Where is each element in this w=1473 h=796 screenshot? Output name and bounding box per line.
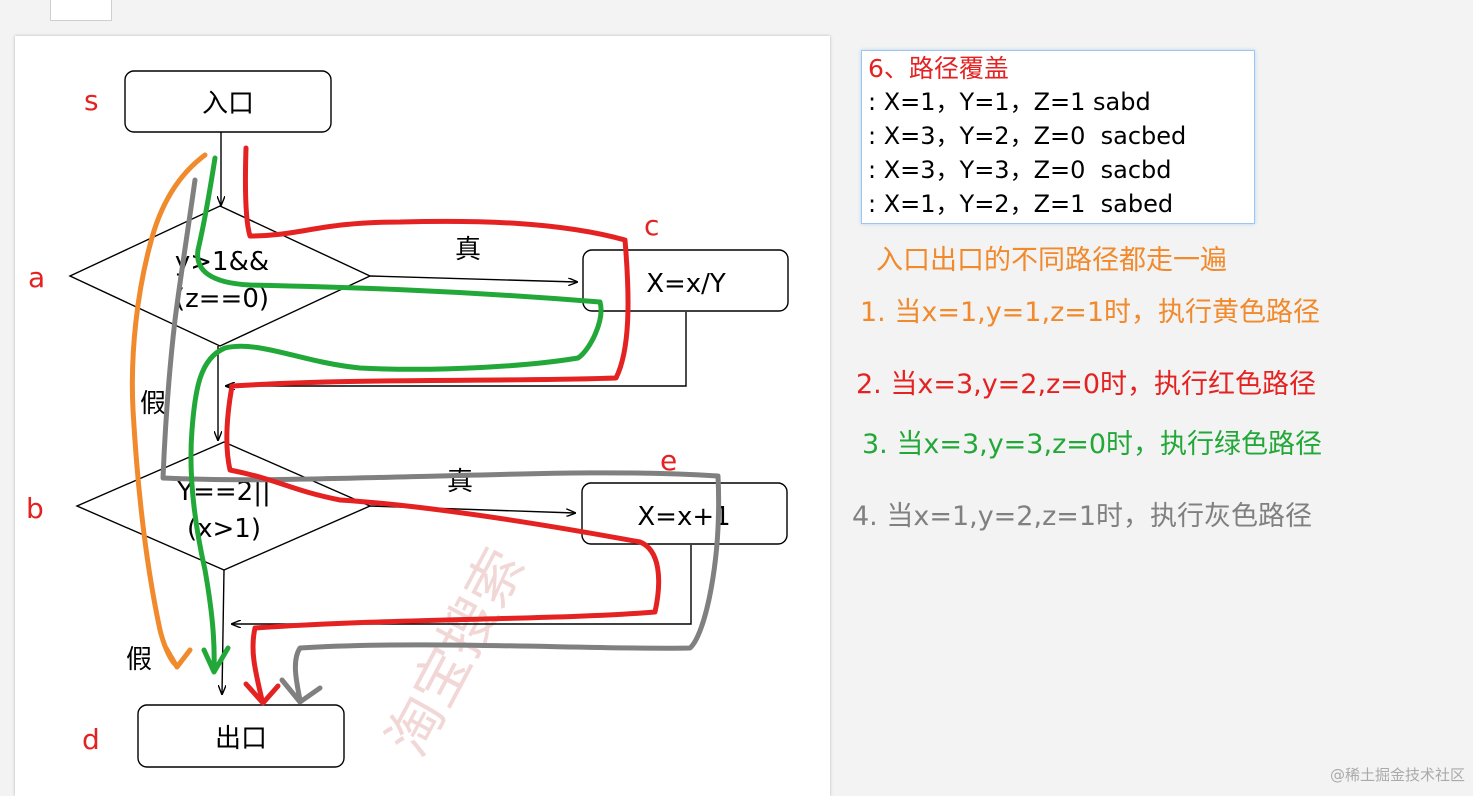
coverage-case-4: : X=1，Y=2，Z=1 sabed (868, 190, 1174, 218)
node-s-tag: s (84, 84, 99, 117)
node-d: 出口 d (82, 704, 345, 768)
path-green (188, 155, 604, 675)
node-s-box (124, 70, 332, 133)
node-a-line1: y>1&& (175, 247, 269, 277)
node-c: X=x/Y c (582, 209, 789, 312)
node-b: Y==2|| (x>1) b (26, 441, 372, 571)
edge-label-a-true: 真 (455, 235, 481, 265)
note-gray-path: 4. 当x=1,y=2,z=1时，执行灰色路径 (852, 501, 1313, 532)
node-a-line2: (z==0) (175, 284, 269, 314)
node-e-box (581, 482, 788, 545)
edge-label-b-false: 假 (126, 645, 152, 675)
coverage-case-2: : X=3，Y=2，Z=0 sacbed (868, 122, 1187, 150)
notes-heading: 入口出口的不同路径都走一遍 (876, 245, 1227, 276)
note-red-path: 2. 当x=3,y=2,z=0时，执行红色路径 (856, 369, 1317, 400)
node-c-label: X=x/Y (646, 269, 726, 299)
node-d-tag: d (82, 723, 100, 756)
node-s: 入口 s (84, 70, 332, 133)
node-c-tag: c (644, 209, 659, 242)
path-red (224, 145, 662, 706)
edge-label-b-true: 真 (447, 467, 473, 497)
coverage-title: 6、路径覆盖 (868, 54, 1009, 83)
edge-label-a-false: 假 (140, 389, 166, 419)
node-a: y>1&& (z==0) a (28, 205, 372, 347)
node-a-tag: a (28, 261, 45, 294)
node-b-diamond (75, 441, 372, 571)
note-green-path: 3. 当x=3,y=3,z=0时，执行绿色路径 (862, 429, 1323, 460)
coverage-case-3: : X=3，Y=3，Z=0 sacbd (868, 156, 1172, 184)
node-b-tag: b (26, 492, 44, 525)
window-corner-tab (50, 0, 112, 21)
path-yellow (129, 152, 208, 670)
node-s-label: 入口 (202, 89, 254, 119)
node-e-tag: e (660, 444, 677, 477)
node-c-box (582, 249, 789, 312)
path-gray (160, 177, 722, 705)
site-watermark: @稀土掘金技术社区 (1329, 766, 1465, 784)
coverage-panel: 6、路径覆盖 : X=1，Y=1，Z=1 sabd : X=3，Y=2，Z=0 … (861, 50, 1255, 224)
edge-b-d (222, 569, 224, 694)
node-d-box (137, 704, 345, 768)
edge-a-c (369, 275, 577, 282)
node-e: X=x+1 e (581, 444, 788, 545)
edge-c-join (226, 312, 687, 386)
diagonal-watermark: 淘宝搜索 (375, 538, 538, 766)
coverage-paths (129, 145, 722, 706)
note-yellow-path: 1. 当x=1,y=1,z=1时，执行黄色路径 (860, 297, 1321, 328)
node-e-label: X=x+1 (637, 502, 730, 532)
coverage-case-1: : X=1，Y=1，Z=1 sabd (868, 88, 1151, 116)
slide-canvas (15, 36, 830, 796)
node-a-diamond (68, 205, 372, 347)
watermark-text: 淘宝搜索 (375, 538, 538, 766)
node-d-label: 出口 (215, 724, 267, 754)
